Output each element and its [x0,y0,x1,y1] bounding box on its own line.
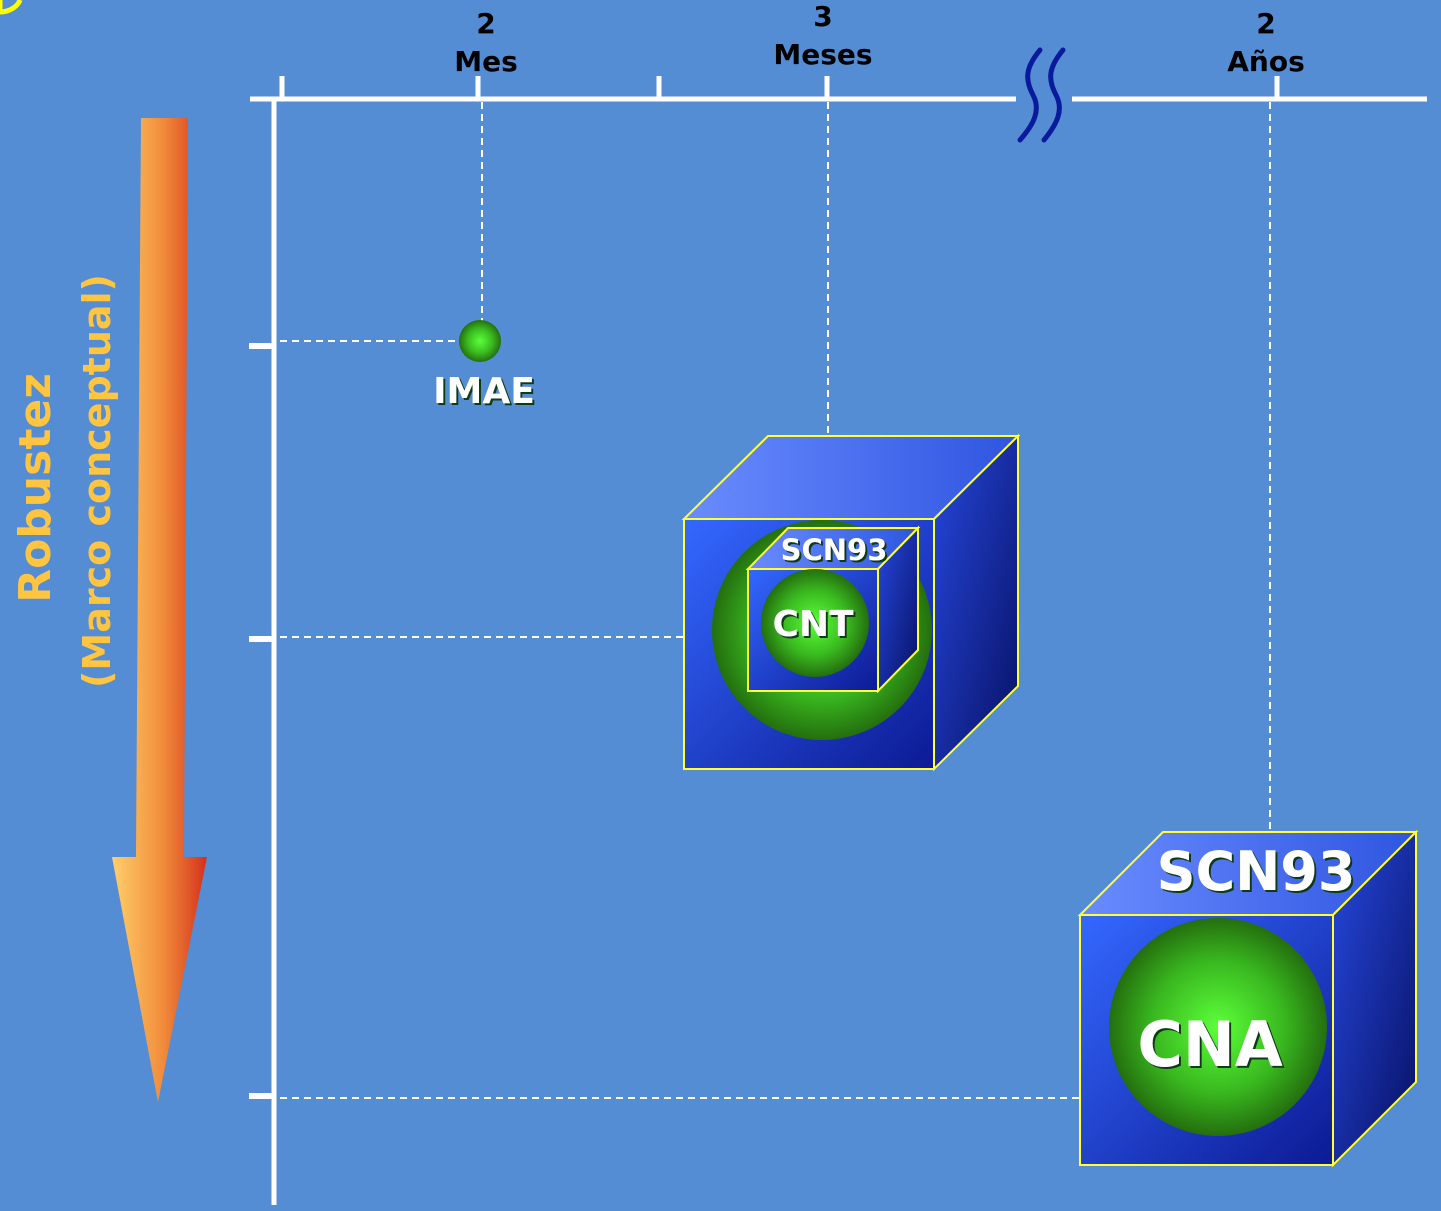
tick-label-unit: Años [1227,45,1305,78]
robustness-arrow [112,118,207,1102]
cna-cube: SCN93 CNA [1077,829,1419,1168]
top-axis [250,76,1427,102]
corner-mark-icon [0,0,23,15]
cna-box-label: SCN93 [1157,840,1356,903]
imae-label: IMAE [433,371,535,412]
cnt-sphere [761,569,869,677]
cnt-box-label: SCN93 [781,533,888,567]
side-axis-subtitle: (Marco conceptual) [75,274,119,688]
cna-sphere-label: CNA [1137,1008,1282,1081]
side-axis-title: Robustez [10,373,61,603]
top-axis-labels: 2 Mes 3 Meses 2 Años [454,0,1305,78]
left-axis [249,99,277,1205]
cna-sphere [1109,918,1327,1136]
tick-label-unit: Meses [773,38,872,71]
imae-sphere [459,320,501,362]
tick-label-number: 3 [813,0,832,33]
cnt-sphere-label: CNT [772,604,854,645]
imae-item: IMAE [433,320,535,412]
cnt-cube: SCN93 CNT [681,433,1021,772]
tick-label-unit: Mes [454,45,518,78]
axis-break-icon [1016,47,1072,143]
tick-label-number: 2 [476,7,495,40]
tick-label-number: 2 [1256,7,1275,40]
